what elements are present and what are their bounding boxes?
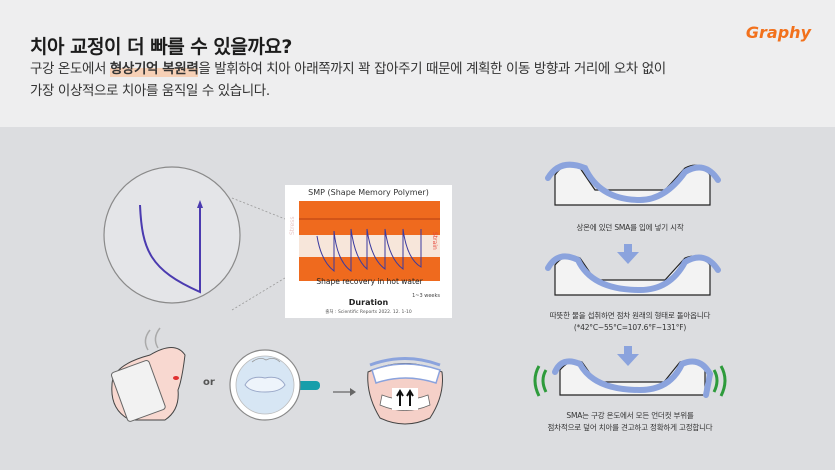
header: 치아 교정이 더 빠를 수 있을까요? 구강 온도에서 형상기억 복원력을 발휘… xyxy=(0,0,835,127)
stress-relaxation-curve xyxy=(316,228,422,273)
stress-curve xyxy=(139,204,201,294)
desc-text-before: 구강 온도에서 xyxy=(30,61,110,77)
zoom-circle xyxy=(103,166,241,304)
grip-icon xyxy=(712,369,719,393)
desc-text-after: 을 발휘하여 치아 아래쪽까지 꽉 잡아주기 때문에 계획한 이동 방향과 거리… xyxy=(198,61,666,77)
step3-line2: 점차적으로 덮어 치아를 견고하고 정확하게 고정합니다 xyxy=(547,423,713,432)
step2-text: 따뜻한 물을 섭취하면 점차 원래의 형태로 돌아옵니다 (*42°C~55°C… xyxy=(520,310,740,334)
grip-icon xyxy=(541,369,548,393)
step3-illustration xyxy=(533,358,727,398)
graphy-logo: Graphy xyxy=(745,23,811,42)
chart-xlabel: Duration xyxy=(348,298,389,307)
step2-line2: (*42°C~55°C=107.6°F~131°F) xyxy=(573,323,687,332)
mouth-aligner-icon xyxy=(367,357,443,425)
chart-caption: Shape recovery in hot water xyxy=(316,277,423,286)
step1-illustration xyxy=(545,161,721,206)
chart-plot-area xyxy=(299,201,440,281)
hot-water-cup-icon xyxy=(229,349,320,421)
down-arrow-icon xyxy=(617,244,639,264)
step2-illustration xyxy=(545,253,721,296)
smp-chart: SMP (Shape Memory Polymer) Shape recover… xyxy=(285,185,452,318)
step3-text: SMA는 구강 온도에서 모든 언더컷 부위를 점차적으로 덮어 치아를 견고하… xyxy=(520,410,740,434)
chart-title: SMP (Shape Memory Polymer) xyxy=(308,188,429,197)
desc-line-2: 가장 이상적으로 치아를 움직일 수 있습니다. xyxy=(30,83,270,99)
zoom-line-bottom xyxy=(231,257,319,311)
or-label: or xyxy=(203,377,215,388)
step3-line1: SMA는 구강 온도에서 모든 언더컷 부위를 xyxy=(566,411,694,420)
grip-icon xyxy=(533,365,541,397)
curve-arrow-icon xyxy=(197,200,203,208)
person-drinking-icon xyxy=(111,327,186,422)
chart-source: 출처 : Scientific Reports 2022. 12. 1-10 xyxy=(325,310,412,315)
down-arrow-icon xyxy=(617,346,639,366)
grip-icon xyxy=(719,365,727,397)
arrow-right-icon xyxy=(333,388,356,396)
desc-highlight: 형상기억 복원력 xyxy=(109,61,199,77)
page-description: 구강 온도에서 형상기억 복원력을 발휘하여 치아 아래쪽까지 꽉 잡아주기 때… xyxy=(30,58,790,102)
chart-plot-svg xyxy=(299,218,440,273)
page-title: 치아 교정이 더 빠를 수 있을까요? xyxy=(30,36,292,58)
chart-weeks: 1~3 weeks xyxy=(412,293,440,299)
step2-line1: 따뜻한 물을 섭취하면 점차 원래의 형태로 돌아옵니다 xyxy=(549,311,711,320)
step1-text: 상온에 있던 SMA를 입에 넣기 시작 xyxy=(576,223,684,232)
